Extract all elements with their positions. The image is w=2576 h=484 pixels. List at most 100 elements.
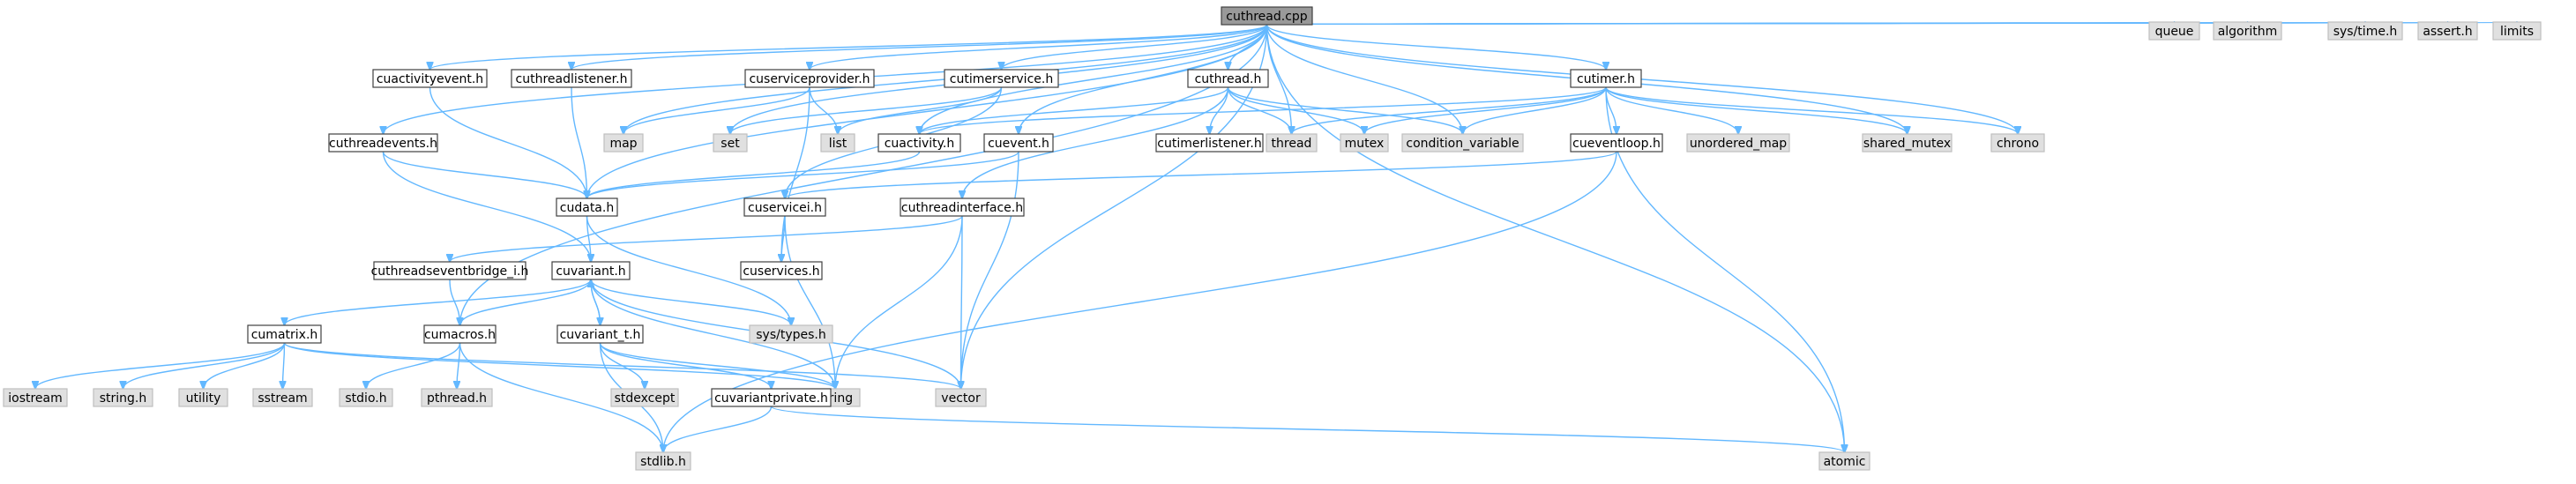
node-box (749, 324, 833, 344)
node-cuthreadevents-h[interactable]: cuthreadevents.h (328, 133, 438, 153)
node-box (610, 388, 679, 407)
node-cuservices-h[interactable]: cuservices.h (740, 261, 823, 280)
node-stdio-h: stdio.h (339, 388, 393, 407)
node-cuactivity-h[interactable]: cuactivity.h (877, 133, 961, 153)
node-box (740, 261, 823, 280)
node-box (711, 388, 832, 407)
node-layer: cuthread.cpp cuactivityevent.h cuthreadlis… (3, 6, 2542, 471)
edge-cuserviceprovider_h-to-map (623, 86, 810, 134)
node-box (247, 324, 322, 344)
node-box (372, 69, 488, 88)
node-box (983, 133, 1054, 153)
node-label: sys/types.h (756, 328, 825, 342)
node-cuvariant-h[interactable]: cuvariant.h (551, 261, 631, 280)
node-box (178, 388, 228, 407)
node-thread: thread (1266, 133, 1318, 153)
node-label: cumacros.h (424, 328, 496, 342)
node-label: cuservicei.h (748, 201, 822, 215)
node-label: cuthreadlistener.h (516, 72, 628, 86)
edge-cuevent_h-to-vector (961, 151, 1019, 389)
node-label: thread (1272, 137, 1312, 151)
node-label: atomic (1824, 455, 1866, 469)
node-label: cuthread.h (1195, 72, 1262, 86)
node-cutimer-h[interactable]: cutimer.h (1570, 69, 1642, 88)
node-chrono: chrono (1990, 133, 2045, 153)
edge-cuthreadinterface_h-to-string (835, 215, 963, 389)
node-box (744, 69, 875, 88)
node-box (423, 324, 497, 344)
node-cuthread-h[interactable]: cuthread.h (1187, 69, 1269, 88)
node-unordered-map: unordered_map (1686, 133, 1790, 153)
edge-cuvariant_h-to-string (590, 279, 835, 389)
node-label: condition_variable (1406, 137, 1519, 151)
node-label: cudata.h (560, 201, 614, 215)
node-cuvariant-t-h[interactable]: cuvariant_t.h (556, 324, 644, 344)
node-limits: limits (2492, 21, 2542, 41)
edge-cuvariant_h-to-cumatrix_h (285, 279, 592, 325)
node-box (1570, 69, 1642, 88)
node-cuthreadseventbridge-i-h[interactable]: cuthreadseventbridge_i.h (371, 261, 529, 280)
node-box (2417, 21, 2478, 41)
node-iostream: iostream (3, 388, 68, 407)
node-label: cuthread.cpp (1226, 10, 1307, 24)
edge-cumatrix_h-to-utility (204, 342, 286, 389)
edge-cuthreadseventbridge_i_h-to-cumacros_h (449, 279, 460, 325)
node-cutimerlistener-h[interactable]: cutimerlistener.h (1155, 133, 1264, 153)
node-box (944, 69, 1059, 88)
node-cumacros-h[interactable]: cumacros.h (423, 324, 497, 344)
node-cumatrix-h[interactable]: cumatrix.h (247, 324, 322, 344)
node-cuthreadlistener-h[interactable]: cuthreadlistener.h (511, 69, 632, 88)
edge-cuservicei_h-to-string (784, 215, 835, 389)
node-label: shared_mutex (1863, 137, 1951, 151)
node-label: cuevent.h (988, 137, 1049, 151)
node-pthread-h: pthread.h (421, 388, 493, 407)
node-label: cuthreadseventbridge_i.h (371, 264, 529, 279)
node-label: limits (2500, 25, 2534, 39)
node-cuevent-h[interactable]: cuevent.h (983, 133, 1054, 153)
edge-cuthread_cpp-to-cutimer_h (1266, 24, 1607, 70)
edge-cumatrix_h-to-string (283, 342, 836, 389)
edge-cuactivityevent_h-to-cudata_h (429, 86, 587, 198)
node-label: cuthreadevents.h (329, 137, 437, 151)
node-string-h: string.h (93, 388, 153, 407)
node-box (2213, 21, 2282, 41)
edge-cumacros_h-to-pthread_h (457, 342, 461, 389)
node-cuactivityevent-h[interactable]: cuactivityevent.h (372, 69, 488, 88)
edge-cuthread_cpp-to-vector (961, 24, 1268, 389)
node-set: set (713, 133, 748, 153)
node-label: cumatrix.h (251, 328, 318, 342)
node-list: list (820, 133, 855, 153)
node-label: cutimerlistener.h (1157, 137, 1261, 151)
node-box (900, 197, 1025, 217)
edge-cutimer_h-to-thread (1292, 86, 1607, 134)
node-cueventloop-h[interactable]: cueventloop.h (1570, 133, 1663, 153)
node-box (635, 451, 691, 471)
edge-cutimer_h-to-unordered_map (1605, 86, 1738, 134)
node-cuthread-cpp[interactable]: cuthread.cpp (1221, 6, 1313, 26)
node-cuservicei-h[interactable]: cuservicei.h (743, 197, 826, 217)
edge-cuvariant_t_h-to-stdexcept (599, 342, 646, 389)
node-cutimerservice-h[interactable]: cutimerservice.h (944, 69, 1059, 88)
node-cuserviceprovider-h[interactable]: cuserviceprovider.h (744, 69, 875, 88)
edge-cutimer_h-to-cuactivity_h (920, 86, 1607, 134)
node-box (556, 324, 644, 344)
node-box (339, 388, 393, 407)
node-box (1266, 133, 1318, 153)
node-label: cuserviceprovider.h (749, 72, 870, 86)
node-box (1570, 133, 1663, 153)
node-cuvariantprivate-h[interactable]: cuvariantprivate.h (711, 388, 832, 407)
node-label: sstream (258, 391, 307, 406)
node-label: list (829, 137, 847, 151)
edge-cutimerservice_h-to-set (730, 86, 1003, 134)
node-label: chrono (1997, 137, 2039, 151)
edge-cuthread_cpp-to-cuactivity_h (920, 24, 1268, 134)
node-box (421, 388, 493, 407)
node-box (2327, 21, 2403, 41)
node-label: cueventloop.h (1572, 137, 1661, 151)
node-cudata-h[interactable]: cudata.h (556, 197, 618, 217)
edge-cumatrix_h-to-string_h (123, 342, 286, 389)
node-box (713, 133, 748, 153)
node-cuthreadinterface-h[interactable]: cuthreadinterface.h (900, 197, 1025, 217)
node-box (1990, 133, 2045, 153)
node-label: cuactivityevent.h (377, 72, 483, 86)
